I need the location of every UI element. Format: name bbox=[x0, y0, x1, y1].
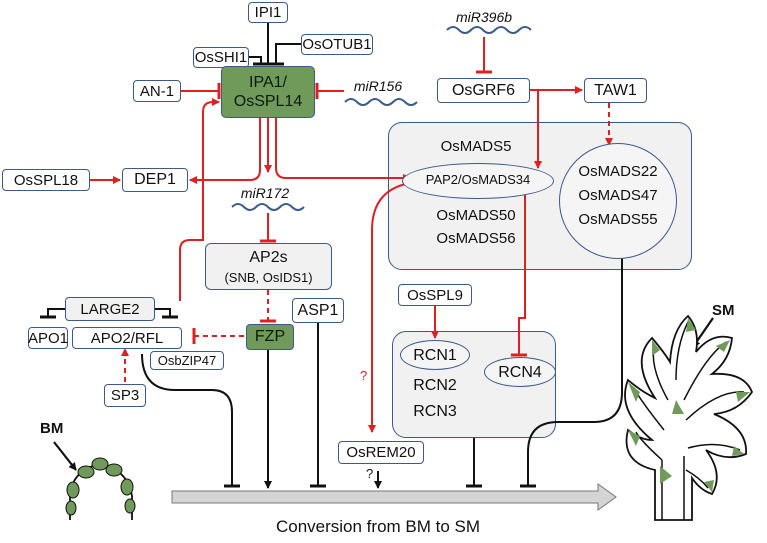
fzp-label: FZP bbox=[254, 328, 286, 345]
mads-inhibits-conversion bbox=[520, 222, 623, 488]
fzp-node: FZP bbox=[246, 324, 294, 350]
apo1-node: APO1 bbox=[28, 327, 68, 349]
osmads50-label: OsMADS50 bbox=[436, 207, 516, 224]
conversion-arrow bbox=[171, 483, 617, 511]
taw1-node: TAW1 bbox=[584, 78, 647, 103]
osspl18-node: OsSPL18 bbox=[2, 169, 90, 191]
bm-pointer bbox=[53, 441, 77, 471]
taw1-label: TAW1 bbox=[594, 81, 637, 99]
apo2-node: APO2/RFL bbox=[72, 327, 182, 349]
bm-label: BM bbox=[40, 420, 64, 437]
osspl9-node: OsSPL9 bbox=[398, 284, 472, 306]
osbzip47-node: OsbZIP47 bbox=[150, 351, 224, 370]
osmads47-label: OsMADS47 bbox=[578, 187, 658, 204]
osmads56-label: OsMADS56 bbox=[436, 230, 516, 247]
mir396b-squiggle bbox=[446, 26, 532, 34]
osspl18-label: OsSPL18 bbox=[13, 171, 79, 189]
ipi1-label: IPI1 bbox=[254, 4, 282, 21]
apo2-inhibits-conversion bbox=[141, 353, 240, 488]
rcn4-label: RCN4 bbox=[498, 364, 542, 381]
ap2s-title: AP2s bbox=[249, 248, 288, 266]
mir172-squiggle bbox=[231, 203, 305, 211]
large2-node: LARGE2 bbox=[65, 297, 155, 321]
osrem20-node: OsREM20 bbox=[338, 441, 424, 464]
bm-meristem-illustration bbox=[65, 457, 136, 520]
large2-inhibits-apo1 bbox=[40, 308, 65, 319]
osshi1-inhibits-ipa1 bbox=[248, 56, 269, 66]
rcn3-label: RCN3 bbox=[413, 403, 457, 420]
conversion-label: Conversion from BM to SM bbox=[275, 517, 481, 536]
mir172-label: miR172 bbox=[240, 185, 290, 201]
large2-inhibits-apo2 bbox=[155, 308, 178, 319]
ipi1-node: IPI1 bbox=[248, 2, 288, 23]
rcn1-oval bbox=[400, 340, 470, 370]
asp1-node: ASP1 bbox=[292, 298, 344, 323]
osgrf6-label: OsGRF6 bbox=[451, 81, 516, 99]
osshi1-node: OsSHI1 bbox=[193, 47, 249, 68]
rcn4-oval bbox=[484, 357, 556, 387]
osmads22-label: OsMADS22 bbox=[578, 163, 658, 180]
sp3-label: SP3 bbox=[110, 387, 140, 404]
osspl9-label: OsSPL9 bbox=[407, 286, 463, 304]
apo2-to-ipa1 bbox=[179, 98, 220, 301]
ipa1-node: IPA1/ OsSPL14 bbox=[221, 66, 315, 118]
osmads5-label: OsMADS5 bbox=[440, 138, 512, 155]
osshi1-label: OsSHI1 bbox=[194, 49, 248, 66]
ipa1-to-pap2 bbox=[275, 118, 411, 182]
osgrf6-node: OsGRF6 bbox=[437, 78, 530, 103]
mir396b-label: miR396b bbox=[455, 9, 513, 25]
dep1-node: DEP1 bbox=[122, 168, 188, 192]
asp1-label: ASP1 bbox=[297, 301, 339, 319]
pap2-inhibits-rcn4 bbox=[511, 188, 527, 357]
mir156-label: miR156 bbox=[353, 78, 403, 94]
osotub1-inhibits-ipa1 bbox=[268, 43, 301, 66]
question-mark-black: ? bbox=[366, 466, 374, 481]
ap2s-subtitle: (SNB, OsIDS1) bbox=[224, 269, 313, 285]
pap2-to-osrem20 bbox=[368, 181, 419, 433]
mads22-group-oval bbox=[559, 143, 677, 259]
dep1-label: DEP1 bbox=[134, 171, 176, 188]
mir156-squiggle bbox=[344, 98, 418, 106]
an1-label: AN-1 bbox=[139, 82, 175, 100]
question-mark-red: ? bbox=[360, 368, 368, 383]
osotub1-node: OsOTUB1 bbox=[301, 34, 373, 55]
large2-label: LARGE2 bbox=[80, 300, 140, 318]
ipa1-label-line1: IPA1/ bbox=[249, 73, 287, 91]
sm-label: SM bbox=[712, 302, 735, 319]
ap2s-node: AP2s (SNB, OsIDS1) bbox=[205, 243, 332, 290]
pap2-label: PAP2/OsMADS34 bbox=[425, 172, 531, 187]
sm-meristem-illustration bbox=[624, 314, 754, 521]
apo2-label: APO2/RFL bbox=[90, 329, 164, 347]
osotub1-label: OsOTUB1 bbox=[302, 36, 372, 53]
osbzip47-label: OsbZIP47 bbox=[157, 353, 217, 368]
apo1-label: APO1 bbox=[27, 329, 69, 347]
sp3-node: SP3 bbox=[104, 384, 146, 407]
osgrf6-to-pap2 bbox=[530, 89, 542, 169]
osmads55-label: OsMADS55 bbox=[578, 211, 658, 228]
pap2-oval bbox=[402, 163, 554, 199]
rcn2-label: RCN2 bbox=[413, 377, 457, 394]
rcn1-label: RCN1 bbox=[413, 347, 457, 364]
an1-node: AN-1 bbox=[133, 80, 181, 102]
ipa1-label-line2: OsSPL14 bbox=[233, 92, 303, 110]
ipa1-to-dep1 bbox=[189, 118, 261, 184]
osrem20-label: OsREM20 bbox=[346, 444, 416, 461]
